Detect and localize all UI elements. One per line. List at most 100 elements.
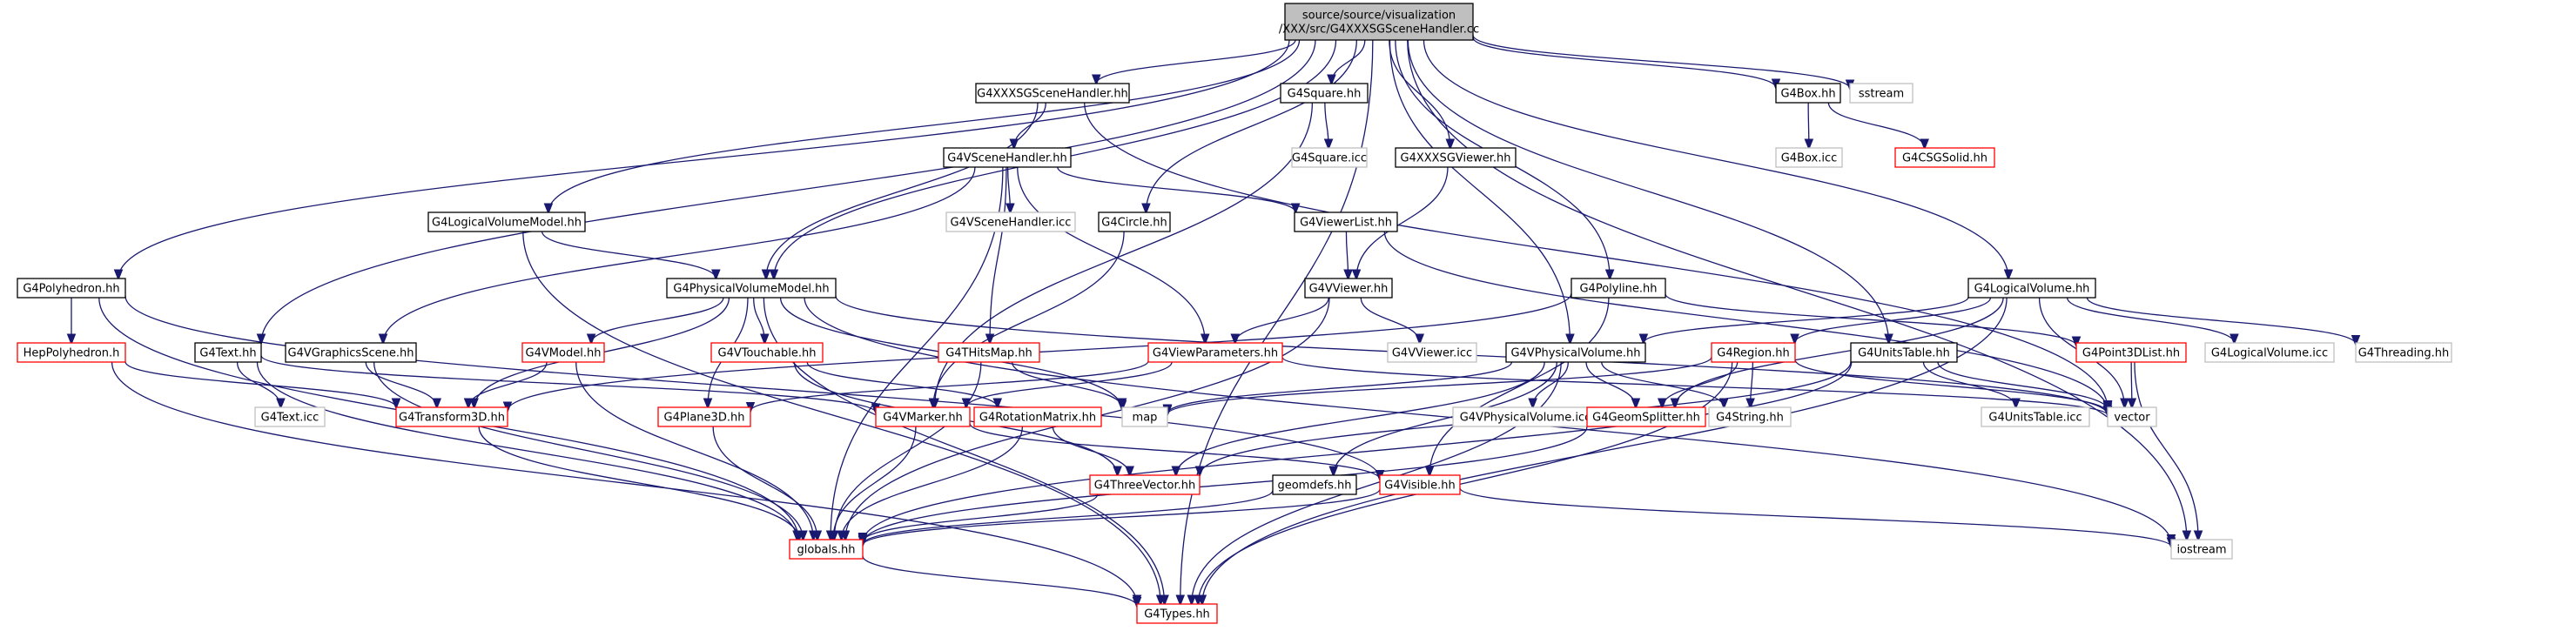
edge-g4point3dlist_hh-to-vector: [2131, 361, 2132, 407]
node-src[interactable]: source/source/visualization/XXX/src/G4XX…: [1279, 3, 1479, 41]
node-label: /XXX/src/G4XXXSGSceneHandler.cc: [1279, 23, 1479, 37]
node-box: [285, 342, 417, 363]
edge-g4rotationmatrix_hh-to-globals_hh: [842, 426, 1024, 540]
node-label: globals.hh: [797, 544, 855, 557]
node-g4text-hh[interactable]: G4Text.hh: [194, 342, 262, 363]
node-label: G4GeomSplitter.hh: [1592, 412, 1700, 425]
node-box: [17, 342, 126, 363]
node-box: [875, 406, 971, 427]
node-g4vviewer-hh[interactable]: G4VViewer.hh: [1304, 278, 1393, 299]
edge-g4vphysicalvolume_hh-to-map: [1167, 361, 1513, 413]
node-box: [945, 211, 1076, 232]
edge-g4square_hh-to-g4square_icc: [1325, 102, 1328, 148]
node-box: [194, 342, 262, 363]
node-label: G4Square.hh: [1288, 88, 1362, 101]
edge-src-to-g4polyhedron_hh: [118, 39, 1290, 279]
node-g4text-icc[interactable]: G4Text.icc: [254, 406, 326, 427]
node-g4region-hh[interactable]: G4Region.hh: [1711, 342, 1796, 363]
node-g4vmodel-hh[interactable]: G4VModel.hh: [521, 342, 605, 363]
node-box: [1849, 83, 1914, 104]
node-box: [1775, 147, 1843, 168]
node-g4vscenehandler-icc[interactable]: G4VSceneHandler.icc: [945, 211, 1076, 232]
node-box: [427, 211, 586, 232]
node-g4thitsmap-hh[interactable]: G4THitsMap.hh: [938, 342, 1040, 363]
node-g4vphysicalvolume-icc[interactable]: G4VPhysicalVolume.icc: [1452, 406, 1598, 427]
edge-g4vmodel_hh-to-g4transform3d_hh: [468, 361, 548, 407]
node-label: G4ViewerList.hh: [1300, 217, 1392, 230]
node-iostream[interactable]: iostream: [2170, 539, 2233, 560]
node-g4geomsplitter-hh[interactable]: G4GeomSplitter.hh: [1586, 406, 1706, 427]
node-g4circle-hh[interactable]: G4Circle.hh: [1098, 211, 1171, 232]
node-sstream[interactable]: sstream: [1849, 83, 1914, 104]
edge-g4geomsplitter_hh-to-globals_hh: [863, 426, 1588, 543]
node-g4box-icc[interactable]: G4Box.icc: [1775, 147, 1843, 168]
node-g4string-hh[interactable]: G4String.hh: [1708, 406, 1792, 427]
node-g4vgraphicsscene-hh[interactable]: G4VGraphicsScene.hh: [285, 342, 417, 363]
node-g4point3dlist-hh[interactable]: G4Point3DList.hh: [2075, 342, 2187, 363]
node-label: G4Square.icc: [1292, 152, 1367, 165]
node-g4visible-hh[interactable]: G4Visible.hh: [1379, 474, 1461, 495]
edge-g4viewparameters_hh-to-g4plane3d_hh: [750, 360, 1149, 412]
edge-g4vphysicalvolume_hh-to-geomdefs_hh: [1334, 361, 1557, 475]
node-box: [1387, 342, 1477, 363]
edge-g4physicalvolumemodel_hh-to-g4vmodel_hh: [591, 297, 724, 343]
node-g4vtouchable-hh[interactable]: G4VTouchable.hh: [710, 342, 824, 363]
node-box: [2355, 342, 2452, 363]
node-g4vscenehandler-hh[interactable]: G4VSceneHandler.hh: [943, 147, 1072, 168]
node-g4viewerlist-hh[interactable]: G4ViewerList.hh: [1294, 211, 1398, 232]
node-g4threading-hh[interactable]: G4Threading.hh: [2355, 342, 2452, 363]
node-g4unitstable-icc[interactable]: G4UnitsTable.icc: [1981, 406, 2090, 427]
node-map[interactable]: map: [1121, 406, 1168, 427]
node-box: [1586, 406, 1706, 427]
edge-g4unitstable_hh-to-vector: [1937, 361, 2108, 410]
node-g4vmarker-hh[interactable]: G4VMarker.hh: [875, 406, 971, 427]
node-g4physicalvolumemodel-hh[interactable]: G4PhysicalVolumeModel.hh: [666, 278, 837, 299]
node-vector[interactable]: vector: [2107, 406, 2157, 427]
edge-g4viewerlist_hh-to-vector: [1383, 231, 2108, 411]
node-g4threevector-hh[interactable]: G4ThreeVector.hh: [1089, 474, 1201, 495]
node-g4logicalvolume-hh[interactable]: G4LogicalVolume.hh: [1967, 278, 2096, 299]
node-g4transform3d-hh[interactable]: G4Transform3D.hh: [395, 406, 508, 427]
node-g4logicalvolume-icc[interactable]: G4LogicalVolume.icc: [2204, 342, 2335, 363]
node-g4types-hh[interactable]: G4Types.hh: [1136, 603, 1218, 624]
node-g4polyline-hh[interactable]: G4Polyline.hh: [1570, 278, 1666, 299]
edge-g4polyline_hh-to-g4visible_hh: [1429, 297, 1610, 475]
node-label: source/source/visualization: [1302, 10, 1456, 23]
node-g4polyhedron-hh[interactable]: G4Polyhedron.hh: [17, 278, 126, 299]
node-label: G4VSceneHandler.icc: [951, 217, 1072, 230]
edge-g4text_hh-to-g4text_icc: [236, 361, 281, 407]
node-hepolyhedron-h[interactable]: HepPolyhedron.h: [17, 342, 126, 363]
node-label: G4Polyhedron.hh: [23, 283, 119, 296]
node-label: G4Circle.hh: [1101, 217, 1167, 230]
node-g4xxxsgscenehandler-hh[interactable]: G4XXXSGSceneHandler.hh: [975, 83, 1130, 104]
node-g4square-icc[interactable]: G4Square.icc: [1291, 147, 1368, 168]
node-g4vphysicalvolume-hh[interactable]: G4VPhysicalVolume.hh: [1505, 342, 1646, 363]
node-geomdefs-hh[interactable]: geomdefs.hh: [1272, 474, 1357, 495]
edge-g4text_hh-to-g4vmarker_hh: [260, 354, 876, 413]
node-box: [1505, 342, 1646, 363]
node-label: G4UnitsTable.hh: [1858, 347, 1950, 360]
edge-g4point3dlist_hh-to-iostream: [2134, 361, 2198, 540]
node-g4box-hh[interactable]: G4Box.hh: [1775, 83, 1841, 104]
node-g4csgsolid-hh[interactable]: G4CSGSolid.hh: [1894, 147, 1995, 168]
node-box: [2107, 406, 2157, 427]
node-g4logicalvolumemodel-hh[interactable]: G4LogicalVolumeModel.hh: [427, 211, 586, 232]
node-g4xxxsgviewer-hh[interactable]: G4XXXSGViewer.hh: [1395, 147, 1517, 168]
node-g4rotationmatrix-hh[interactable]: G4RotationMatrix.hh: [973, 406, 1102, 427]
node-g4square-hh[interactable]: G4Square.hh: [1280, 83, 1369, 104]
node-g4unitstable-hh[interactable]: G4UnitsTable.hh: [1850, 342, 1958, 363]
node-label: G4XXXSGViewer.hh: [1401, 152, 1511, 165]
node-box: [2075, 342, 2187, 363]
edge-g4logicalvolume_hh-to-g4types_hh: [1202, 297, 2008, 604]
node-g4viewparameters-hh[interactable]: G4ViewParameters.hh: [1147, 342, 1283, 363]
node-globals-hh[interactable]: globals.hh: [789, 539, 864, 560]
edge-src-to-g4vphysicalvolume_hh: [1389, 39, 1570, 343]
node-g4vviewer-icc[interactable]: G4VViewer.icc: [1387, 342, 1477, 363]
node-box: [1284, 3, 1474, 41]
edge-g4threevector_hh-to-globals_hh: [863, 493, 1099, 542]
node-g4plane3d-hh[interactable]: G4Plane3D.hh: [657, 406, 751, 427]
node-label: G4VPhysicalVolume.icc: [1460, 412, 1591, 425]
edge-g4vscenehandler_hh-to-g4viewparameters_hh: [1017, 166, 1206, 343]
node-box: [1089, 474, 1201, 495]
